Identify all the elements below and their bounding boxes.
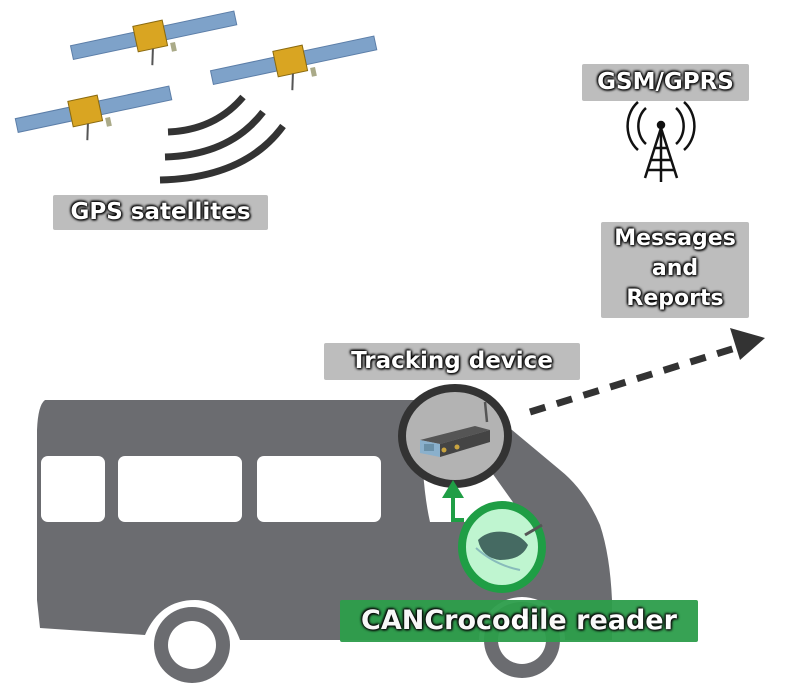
van-window [257, 456, 381, 522]
messages-label-line: Reports [626, 286, 724, 311]
gsm-gprs-label: GSM/GPRS [582, 64, 749, 101]
cell-tower-icon [626, 101, 696, 182]
cancrocodile-reader-icon [458, 501, 546, 593]
messages-label-line: Messages [614, 226, 736, 251]
satellite-icon [69, 10, 238, 66]
messages-and-reports-label: Messages and Reports [601, 222, 749, 318]
van-window [118, 456, 242, 522]
cancrocodile-reader-label: CANCrocodile reader [340, 600, 698, 642]
messages-label-line: and [651, 256, 699, 281]
van-window [41, 456, 105, 522]
tracking-device-icon [398, 384, 512, 488]
data-transmission-arrow [528, 328, 765, 416]
satellite-icon [209, 35, 378, 91]
gps-signal-icon [159, 94, 286, 184]
gps-satellites-label: GPS satellites [53, 195, 268, 230]
upload-arrow-icon [442, 480, 464, 522]
tracking-device-label: Tracking device [324, 343, 580, 380]
satellite-icon [14, 85, 173, 141]
